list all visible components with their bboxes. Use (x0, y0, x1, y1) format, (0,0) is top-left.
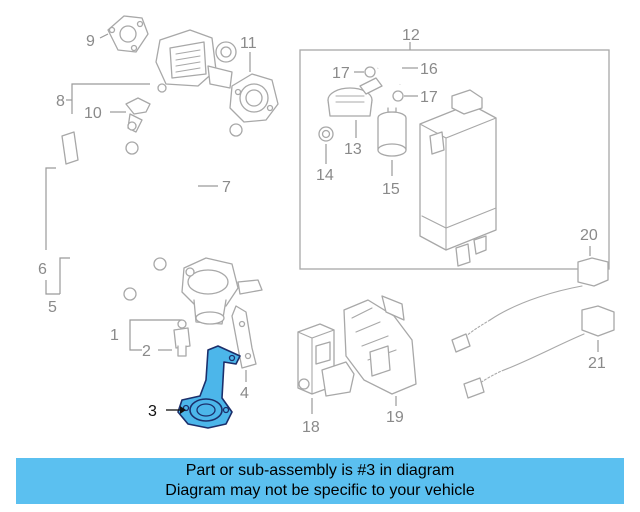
callout-20: 20 (580, 227, 598, 244)
callout-17-top: 17 (332, 65, 350, 82)
callout-1: 1 (110, 327, 119, 344)
part-o2-sensor-21[interactable] (463, 305, 615, 399)
part-pump-1[interactable] (181, 257, 263, 325)
callout-12: 12 (402, 27, 420, 44)
part-sensor-10[interactable] (125, 97, 151, 133)
callout-19: 19 (386, 409, 404, 426)
callout-10: 10 (84, 105, 102, 122)
part-control-unit-19[interactable] (343, 295, 417, 395)
evap-canister-group-box (299, 49, 610, 270)
banner-line-1: Part or sub-assembly is #3 in diagram (185, 462, 455, 479)
part-hose-6[interactable] (57, 131, 139, 301)
callout-18: 18 (302, 419, 320, 436)
callout-7: 7 (222, 179, 231, 196)
info-banner: Part or sub-assembly is #3 in diagram Di… (16, 458, 624, 504)
part-vent-valve-13[interactable] (327, 77, 383, 117)
callout-5: 5 (48, 299, 57, 316)
callout-9: 9 (86, 33, 95, 50)
callout-14: 14 (316, 167, 334, 184)
callout-15: 15 (382, 181, 400, 198)
callout-11: 11 (240, 35, 257, 52)
callout-16: 16 (420, 61, 438, 78)
part-fitting-2[interactable] (173, 319, 191, 357)
part-solenoid-15[interactable] (377, 107, 407, 157)
part-hose-7[interactable] (129, 118, 243, 271)
part-bracket-4[interactable] (231, 305, 257, 369)
part-charcoal-canister[interactable] (419, 89, 497, 267)
part-gasket-9[interactable] (107, 15, 149, 53)
part-module-18[interactable] (297, 323, 355, 397)
callout-17-right: 17 (420, 89, 438, 106)
part-clamp-17a[interactable] (364, 66, 376, 78)
part-plug-14[interactable] (318, 126, 334, 142)
callout-13: 13 (344, 141, 362, 158)
part-clamp-17b[interactable] (392, 90, 404, 102)
callout-3: 3 (148, 403, 157, 420)
part-throttle-11[interactable] (229, 73, 279, 123)
callout-4: 4 (240, 385, 249, 402)
callout-21: 21 (588, 355, 606, 372)
part-egr-valve-8[interactable] (155, 29, 237, 93)
callout-8: 8 (56, 93, 65, 110)
callout-2: 2 (142, 343, 151, 360)
part-o2-sensor-20[interactable] (451, 257, 609, 353)
part-bracket-3-highlighted[interactable] (177, 345, 241, 429)
part-hose-16[interactable] (376, 58, 405, 85)
banner-line-2: Diagram may not be specific to your vehi… (165, 482, 475, 499)
callout-6: 6 (38, 261, 47, 278)
parts-diagram: 9 8 10 11 12 17 16 17 13 14 15 7 6 5 1 2… (38, 15, 615, 436)
